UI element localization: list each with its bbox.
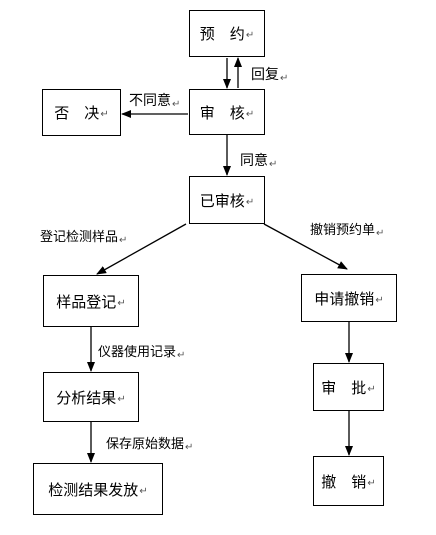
paragraph-mark: ↵: [376, 228, 385, 239]
node-approve-label: 审 批: [321, 378, 367, 397]
paragraph-mark: ↵: [245, 108, 255, 120]
paragraph-mark: ↵: [245, 196, 255, 208]
edge-label-cancel-reservation-form: 撤销预约单↵: [310, 219, 385, 239]
paragraph-mark: ↵: [367, 383, 376, 395]
node-reservation-label: 预 约: [199, 25, 245, 43]
paragraph-mark: ↵: [245, 30, 255, 41]
node-test-result-release-label: 检测结果发放: [48, 480, 139, 499]
node-cancel: 撤 销↵: [313, 456, 384, 506]
paragraph-mark: ↵: [117, 393, 126, 405]
node-sample-register-label: 样品登记: [56, 292, 117, 311]
paragraph-mark: ↵: [172, 99, 181, 110]
paragraph-mark: ↵: [280, 73, 289, 84]
node-analysis-result: 分析结果↵: [43, 372, 139, 422]
node-review: 审 核↵: [189, 89, 265, 135]
paragraph-mark: ↵: [100, 109, 109, 120]
node-veto-label: 否 决: [54, 104, 100, 122]
node-reservation: 预 约↵: [189, 10, 265, 57]
edge-label-reply-text: 回复: [251, 67, 279, 83]
node-reviewed: 已审核↵: [189, 176, 265, 224]
edge-label-instrument-usage-record-text: 仪器使用记录: [98, 345, 177, 360]
edge-label-instrument-usage-record: 仪器使用记录↵: [98, 341, 186, 361]
edge-label-register-test-samples: 登记检测样品↵: [40, 226, 128, 246]
edge-label-save-raw-data-text: 保存原始数据: [106, 437, 185, 452]
arrow-reviewed-to-apply-cancel: [263, 223, 348, 270]
node-test-result-release: 检测结果发放↵: [33, 463, 163, 515]
node-veto: 否 决↵: [42, 89, 121, 136]
edge-label-register-test-samples-text: 登记检测样品: [40, 230, 119, 245]
paragraph-mark: ↵: [367, 477, 376, 489]
paragraph-mark: ↵: [117, 297, 126, 309]
edge-label-save-raw-data: 保存原始数据↵: [106, 433, 194, 453]
node-apply-cancel-label: 申请撤销: [314, 289, 375, 308]
node-review-label: 审 核: [199, 103, 245, 122]
edge-label-disagree: 不同意↵: [129, 90, 180, 110]
edge-label-disagree-text: 不同意: [129, 93, 171, 109]
edge-label-agree: 同意↵: [240, 150, 277, 170]
paragraph-mark: ↵: [269, 159, 278, 170]
paragraph-mark: ↵: [139, 485, 148, 497]
node-reviewed-label: 已审核: [199, 191, 245, 210]
node-cancel-label: 撤 销: [321, 472, 367, 491]
paragraph-mark: ↵: [375, 294, 384, 306]
edge-label-agree-text: 同意: [240, 153, 268, 169]
paragraph-mark: ↵: [119, 235, 128, 246]
node-approve: 审 批↵: [313, 363, 384, 411]
edge-label-cancel-reservation-form-text: 撤销预约单: [310, 223, 376, 238]
paragraph-mark: ↵: [177, 350, 186, 361]
node-analysis-result-label: 分析结果: [56, 388, 117, 407]
arrow-reviewed-to-sample-register: [96, 223, 187, 275]
node-apply-cancel: 申请撤销↵: [301, 274, 397, 322]
paragraph-mark: ↵: [185, 442, 194, 453]
node-sample-register: 样品登记↵: [43, 275, 139, 327]
edge-label-reply: 回复↵: [251, 64, 288, 84]
